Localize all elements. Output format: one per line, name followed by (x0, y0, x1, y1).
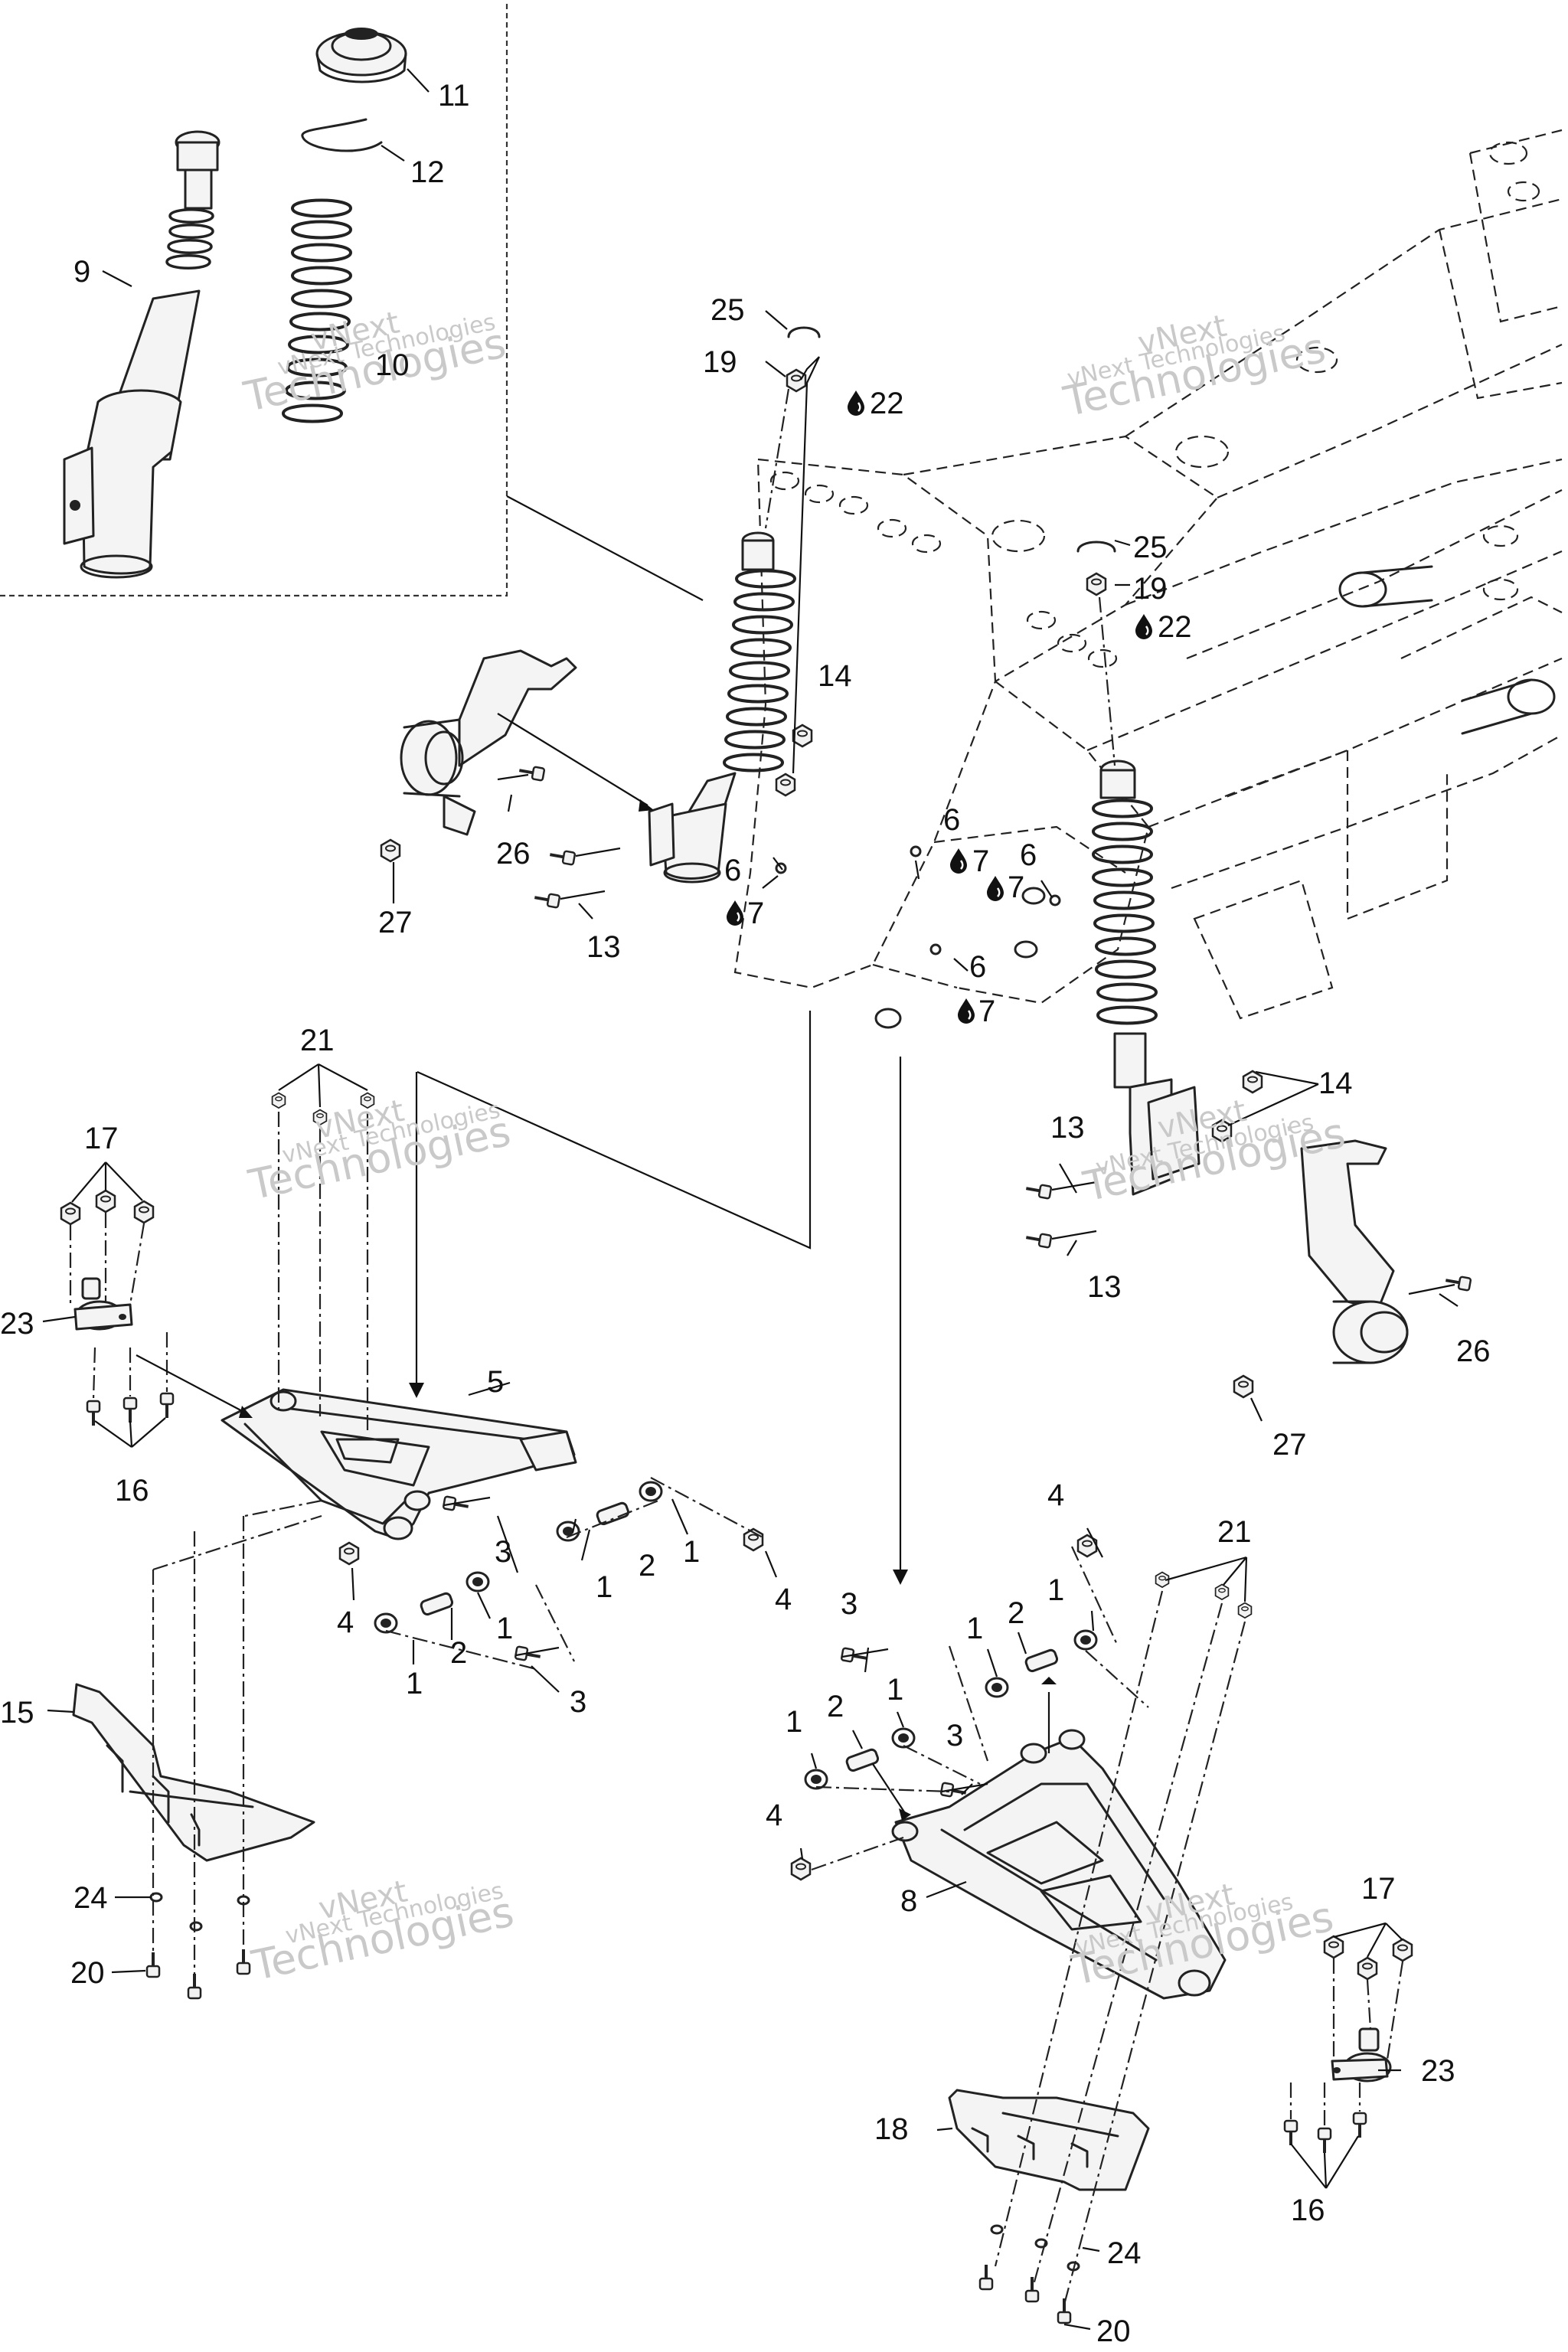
callout-20: 20 (1096, 2314, 1131, 2348)
callout-22: 22 (1158, 610, 1192, 644)
callout-9: 9 (74, 255, 90, 289)
callout-26: 26 (1456, 1334, 1491, 1368)
callout-17: 17 (84, 1122, 119, 1155)
callout-1: 1 (496, 1612, 513, 1645)
callout-5: 5 (487, 1365, 504, 1399)
callout-1: 1 (406, 1667, 423, 1700)
callout-8: 8 (900, 1884, 917, 1918)
watermark: vNext Technologies vNext Technologies (240, 305, 510, 421)
callout-1: 1 (683, 1535, 700, 1569)
callout-1: 1 (887, 1673, 903, 1707)
left-ball-joint-part-23 (74, 1277, 133, 1331)
callout-23: 23 (0, 1307, 34, 1341)
left-skid-plate-part-15 (72, 1683, 315, 1862)
callout-3: 3 (570, 1685, 586, 1719)
right-ball-joint-part-23 (1331, 2027, 1392, 2082)
drop-icon (1134, 612, 1154, 641)
callout-labels: 11 12 9 10 25 19 22 25 19 22 14 26 27 13… (0, 79, 1491, 2348)
drop-icon (846, 389, 866, 417)
right-a-arm-part-8 (891, 1729, 1227, 2000)
callout-3: 3 (841, 1587, 858, 1621)
right-skid-plate-part-18 (948, 2089, 1150, 2191)
callout-15: 15 (0, 1696, 34, 1730)
callout-6: 6 (969, 950, 986, 984)
callout-7: 7 (972, 844, 989, 878)
callout-4: 4 (337, 1606, 354, 1639)
callout-19: 19 (1133, 572, 1168, 606)
callout-25: 25 (710, 293, 745, 327)
right-shock-absorber (1092, 760, 1200, 1196)
callout-4: 4 (766, 1798, 782, 1832)
watermark: vNext Technologies vNext Technologies (247, 1873, 518, 1990)
shock-absorber-part-9 (63, 130, 220, 579)
callout-21: 21 (1217, 1515, 1252, 1549)
callout-27: 27 (1272, 1428, 1307, 1462)
callout-13: 13 (1050, 1111, 1085, 1145)
callout-21: 21 (300, 1024, 335, 1057)
hardware-bushings (374, 1481, 1098, 1790)
callout-27: 27 (378, 906, 413, 939)
callout-24: 24 (1107, 2236, 1142, 2270)
retaining-clip-part-12 (301, 118, 383, 152)
callout-7: 7 (1008, 871, 1024, 904)
callout-6: 6 (1020, 838, 1037, 872)
drop-icon (949, 847, 969, 875)
callout-13: 13 (1087, 1270, 1122, 1304)
callout-2: 2 (827, 1690, 844, 1723)
callout-6: 6 (943, 803, 960, 837)
callout-12: 12 (410, 155, 445, 189)
callout-14: 14 (1318, 1067, 1353, 1100)
right-steering-knuckle (1300, 1139, 1409, 1364)
callout-2: 2 (639, 1549, 655, 1583)
watermark: vNext Technologies vNext Technologies (1059, 309, 1329, 426)
callout-22: 22 (870, 387, 904, 420)
hardware-bolts (86, 763, 1473, 2324)
callout-7: 7 (747, 897, 764, 930)
hardware-small-items (149, 845, 1253, 2272)
callout-17: 17 (1361, 1872, 1396, 1906)
callout-23: 23 (1421, 2054, 1455, 2088)
callout-26: 26 (496, 837, 531, 871)
drop-icon (985, 874, 1005, 903)
callout-14: 14 (818, 659, 852, 693)
callout-13: 13 (586, 930, 621, 964)
callout-3: 3 (946, 1719, 963, 1753)
callout-10: 10 (375, 348, 410, 382)
left-steering-knuckle (400, 649, 577, 836)
callout-11: 11 (438, 79, 470, 113)
left-shock-absorber (648, 531, 796, 884)
spring-seat-part-11 (315, 28, 407, 83)
callout-25: 25 (1133, 531, 1168, 564)
callout-19: 19 (703, 345, 737, 379)
callout-4: 4 (775, 1583, 792, 1616)
callout-2: 2 (450, 1636, 467, 1670)
leader-lines (42, 68, 1459, 2331)
callout-2: 2 (1008, 1596, 1024, 1630)
assembly-lines (69, 388, 1404, 2305)
callout-7: 7 (978, 995, 995, 1028)
drop-icon (956, 997, 976, 1025)
callout-1: 1 (1047, 1573, 1064, 1607)
callout-3: 3 (495, 1535, 511, 1569)
callout-20: 20 (70, 1956, 105, 1990)
callout-16: 16 (1291, 2194, 1325, 2227)
callout-1: 1 (966, 1612, 983, 1645)
callout-4: 4 (1047, 1478, 1064, 1512)
hardware-nuts (60, 326, 1413, 1981)
callout-16: 16 (115, 1474, 149, 1508)
drop-icon (725, 899, 745, 927)
callout-18: 18 (874, 2112, 909, 2146)
callout-6: 6 (724, 854, 741, 887)
callout-1: 1 (786, 1705, 802, 1739)
left-a-arm-part-5 (220, 1388, 577, 1540)
callout-1: 1 (596, 1570, 612, 1604)
inset-frame (0, 0, 508, 597)
vehicle-frame (733, 129, 1563, 1029)
callout-24: 24 (74, 1881, 108, 1915)
